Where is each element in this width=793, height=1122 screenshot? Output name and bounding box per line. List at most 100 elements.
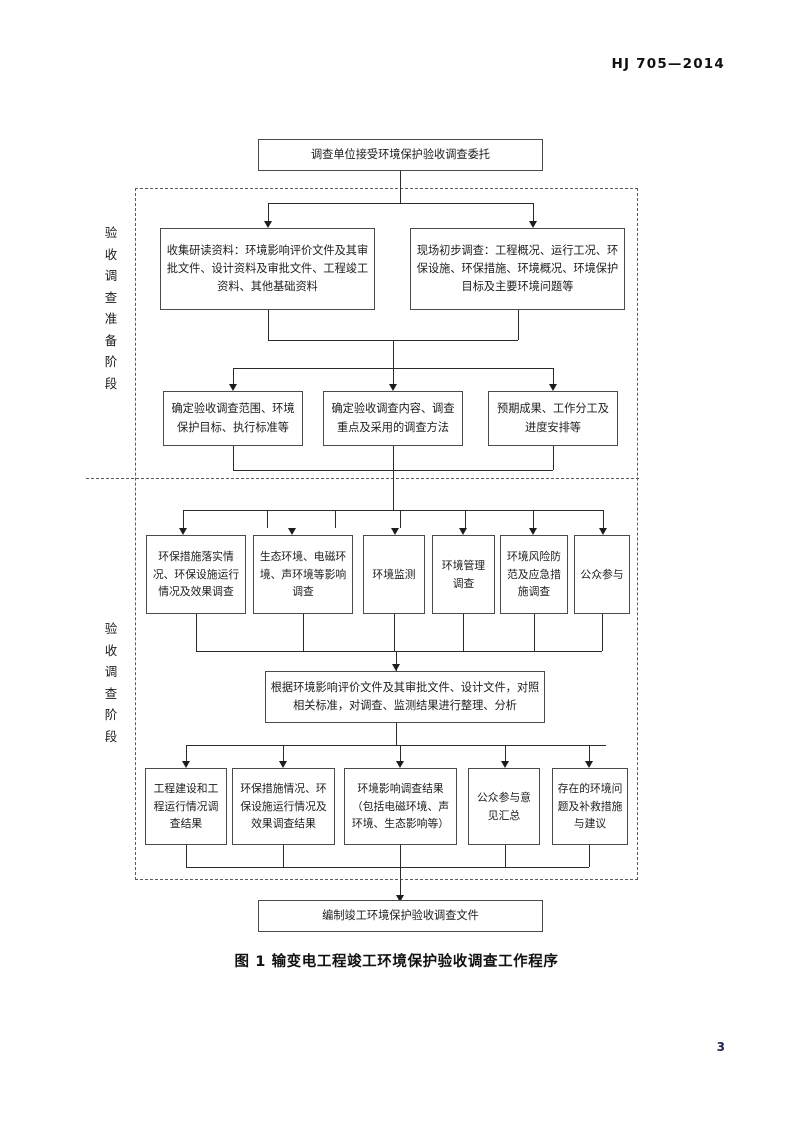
connector-inv-split-5	[465, 510, 466, 528]
flow-node-inv-public-label: 公众参与	[580, 567, 624, 581]
connector-inv1-down-1	[196, 614, 197, 651]
arrow-prep-row2-3	[548, 384, 557, 391]
connector-prep-split-right	[553, 368, 554, 384]
flow-node-inv-measures: 环保措施落实情况、环保设施运行情况及效果调查	[146, 535, 246, 614]
connector-start-split	[268, 203, 533, 204]
flow-node-end-label: 编制竣工环境保护验收调查文件	[322, 908, 479, 922]
document-standard-code: HJ 705—2014	[611, 56, 725, 72]
connector-inv1-merge-bar	[196, 651, 602, 652]
arrow-to-analysis	[391, 664, 400, 671]
connector-inv-split-2	[267, 510, 268, 528]
arrow-row2-4	[500, 761, 509, 768]
connector-prep-survey-down	[518, 310, 519, 340]
arrow-row2-2	[278, 761, 287, 768]
flow-node-result-measures: 环保措施情况、环保设施运行情况及效果调查结果	[232, 768, 335, 845]
connector-row2-split-3	[400, 745, 401, 761]
flow-node-result-construction-label: 工程建设和工程运行情况调查结果	[153, 782, 219, 831]
connector-row2-down-5	[589, 845, 590, 867]
connector-row2-split-1	[186, 745, 187, 761]
flow-node-start: 调查单位接受环境保护验收调查委托	[258, 139, 543, 171]
flow-node-prep-collect-label: 收集研读资料：环境影响评价文件及其审批文件、设计资料及审批文件、工程竣工资料、其…	[166, 243, 369, 294]
flow-node-result-measures-label: 环保措施情况、环保设施运行情况及效果调查结果	[240, 782, 327, 831]
connector-prep-split-left	[233, 368, 234, 384]
connector-row2-split-2	[283, 745, 284, 761]
arrow-prep-row2-1	[228, 384, 237, 391]
stage-label-preparation-text: 验收调查准备阶段	[104, 225, 118, 391]
connector-row2-down-2	[283, 845, 284, 867]
connector-prep-split-mid	[393, 368, 394, 384]
connector-final-merge-bar	[186, 867, 589, 868]
flow-node-prep-scope: 确定验收调查范围、环境保护目标、执行标准等	[163, 391, 303, 446]
connector-inv-split-6	[533, 510, 534, 528]
flow-node-inv-public: 公众参与	[574, 535, 630, 614]
connector-inv1-down-6	[602, 614, 603, 651]
page-number: 3	[716, 1040, 725, 1054]
connector-inv1-down-5	[534, 614, 535, 651]
arrow-inv-4	[458, 528, 467, 535]
connector-prep-schedule-down	[553, 446, 554, 470]
connector-inv1-down-3	[394, 614, 395, 651]
connector-prep-collect-down	[268, 310, 269, 340]
connector-to-prep-right	[533, 203, 534, 221]
flow-node-analysis: 根据环境影响评价文件及其审批文件、设计文件，对照相关标准，对调查、监测结果进行整…	[265, 671, 545, 723]
stage-label-investigation-text: 验收调查阶段	[104, 621, 118, 744]
flow-node-prep-content: 确定验收调查内容、调查重点及采用的调查方法	[323, 391, 463, 446]
flow-node-analysis-label: 根据环境影响评价文件及其审批文件、设计文件，对照相关标准，对调查、监测结果进行整…	[270, 680, 540, 712]
stage-region-outline	[135, 188, 638, 880]
connector-prep-to-investigation	[393, 470, 394, 510]
flow-node-result-impact-label: 环境影响调查结果（包括电磁环境、声环境、生态影响等）	[351, 782, 450, 831]
arrow-prep-row2-2	[388, 384, 397, 391]
flow-node-inv-management: 环境管理调查	[432, 535, 495, 614]
flow-node-inv-ecology-label: 生态环境、电磁环境、声环境等影响调查	[259, 550, 347, 599]
flow-node-inv-management-label: 环境管理调查	[441, 559, 486, 590]
connector-row2-split-5	[589, 745, 590, 761]
arrow-row2-3	[395, 761, 404, 768]
connector-row2-down-4	[505, 845, 506, 867]
arrow-to-prep-left	[263, 221, 272, 228]
flow-node-prep-scope-label: 确定验收调查范围、环境保护目标、执行标准等	[171, 402, 295, 434]
stage-label-investigation: 验收调查阶段	[98, 618, 124, 747]
stage-label-preparation: 验收调查准备阶段	[98, 222, 124, 394]
flow-node-result-construction: 工程建设和工程运行情况调查结果	[145, 768, 227, 845]
connector-inv1-merge-down	[396, 651, 397, 671]
connector-row2-split-4	[505, 745, 506, 761]
connector-inv-split-7	[603, 510, 604, 528]
flow-node-prep-site-survey-label: 现场初步调查：工程概况、运行工况、环保设施、环保措施、环境概况、环境保护目标及主…	[416, 243, 619, 294]
flow-node-prep-schedule: 预期成果、工作分工及进度安排等	[488, 391, 618, 446]
arrow-row2-1	[181, 761, 190, 768]
arrow-inv-1	[178, 528, 187, 535]
arrow-to-prep-right	[528, 221, 537, 228]
connector-analysis-down	[396, 723, 397, 745]
stage-divider	[86, 478, 639, 479]
arrow-row2-5	[584, 761, 593, 768]
arrow-inv-6	[598, 528, 607, 535]
flow-node-prep-collect: 收集研读资料：环境影响评价文件及其审批文件、设计资料及审批文件、工程竣工资料、其…	[160, 228, 375, 310]
flow-node-inv-ecology: 生态环境、电磁环境、声环境等影响调查	[253, 535, 353, 614]
flow-node-result-problems-label: 存在的环境问题及补救措施与建议	[557, 782, 623, 831]
flow-node-prep-schedule-label: 预期成果、工作分工及进度安排等	[497, 402, 609, 434]
flow-node-prep-content-label: 确定验收调查内容、调查重点及采用的调查方法	[331, 402, 455, 434]
connector-inv-split-4	[400, 510, 401, 528]
arrow-inv-5	[528, 528, 537, 535]
flow-node-result-public-opinion-label: 公众参与意见汇总	[477, 791, 531, 822]
arrow-inv-3	[390, 528, 399, 535]
arrow-to-end-node	[395, 895, 404, 902]
flow-node-start-label: 调查单位接受环境保护验收调查委托	[310, 147, 490, 161]
flow-node-inv-monitoring-label: 环境监测	[372, 567, 416, 581]
flow-node-result-problems: 存在的环境问题及补救措施与建议	[552, 768, 628, 845]
connector-inv1-down-2	[303, 614, 304, 651]
connector-prep-merge-down	[393, 340, 394, 368]
connector-start-down	[400, 171, 401, 203]
connector-prep-scope-down	[233, 446, 234, 470]
flow-node-inv-monitoring: 环境监测	[363, 535, 425, 614]
figure-caption: 图 1 输变电工程竣工环境保护验收调查工作程序	[234, 954, 559, 970]
flow-node-inv-risk-label: 环境风险防范及应急措施调查	[507, 550, 561, 599]
connector-row2-down-1	[186, 845, 187, 867]
arrow-inv-2	[287, 528, 296, 535]
connector-final-down	[400, 845, 401, 900]
flow-node-result-impact: 环境影响调查结果（包括电磁环境、声环境、生态影响等）	[344, 768, 457, 845]
flow-node-prep-site-survey: 现场初步调查：工程概况、运行工况、环保设施、环保措施、环境概况、环境保护目标及主…	[410, 228, 625, 310]
flow-node-inv-risk: 环境风险防范及应急措施调查	[500, 535, 568, 614]
connector-row2-split-bar	[186, 745, 606, 746]
